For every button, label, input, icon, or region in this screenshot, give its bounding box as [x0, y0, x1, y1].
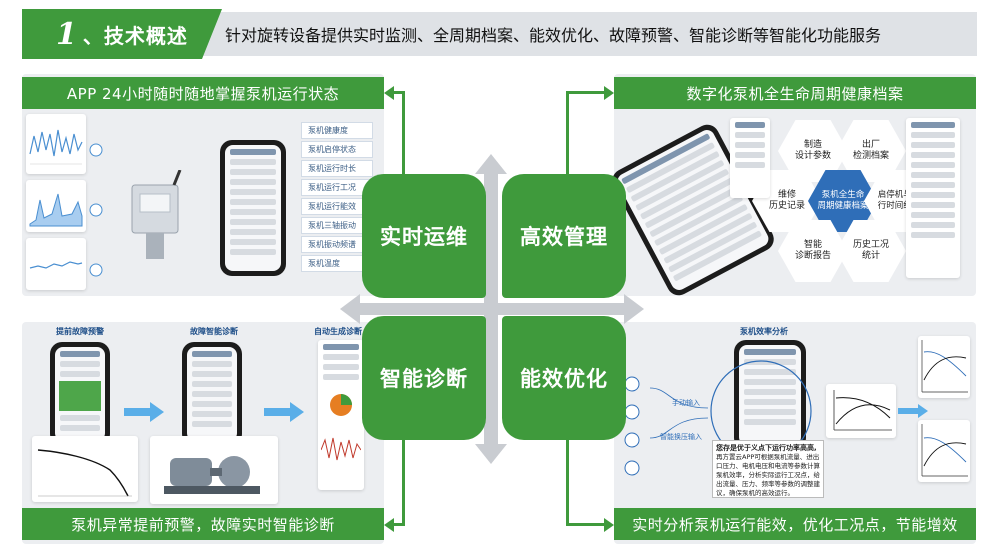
curve-chart-bottom	[918, 420, 970, 482]
curve-chart-bottom-svg	[921, 424, 968, 477]
connector-tr-arrow-icon	[604, 86, 614, 100]
status-list-item-4: 泵机运行工况	[301, 179, 373, 196]
curve-chart-top-svg	[921, 340, 968, 393]
speed-chart	[29, 261, 83, 269]
section-badge: 1 、技术概述	[22, 9, 222, 59]
arrow-right-icon	[624, 294, 644, 324]
report-pie-icon	[330, 394, 352, 416]
diagnosis-phone	[182, 342, 242, 446]
warning-curve-chart	[37, 449, 132, 497]
warning-curve-card	[32, 436, 138, 502]
section-title: 、技术概述	[82, 23, 188, 48]
realtime-phone-screen	[225, 145, 281, 271]
flow-arrow-icon-3	[898, 404, 928, 418]
pump-model-card	[150, 436, 278, 504]
monitor-chart-card-2	[26, 180, 86, 232]
input-icons	[624, 376, 640, 476]
section-description: 针对旋转设备提供实时监测、全周期档案、能效优化、故障预警、智能诊断等智能化功能服…	[225, 26, 882, 45]
connector-tl-h	[392, 91, 405, 94]
efficiency-note-title: 您存是优于义点下运行功率高高,	[716, 444, 817, 452]
manual-input-label: 手动输入	[672, 399, 700, 407]
efficiency-note-body: 再方置云APP可根据泵机流量、进出口压力、电机电压和电流等参数计算泵机效率，分析…	[716, 453, 820, 497]
hex-condition-history: 历史工况 统计	[836, 220, 906, 282]
temperature-chart	[29, 193, 83, 227]
arrow-down-icon	[475, 444, 507, 464]
curve-chart-top	[918, 336, 970, 398]
realtime-label: APP 24小时随时随地掌握泵机运行状态	[22, 77, 384, 109]
diagnosis-label: 泵机异常提前预警，故障实时智能诊断	[22, 508, 384, 540]
diagnosis-report-card	[318, 340, 364, 490]
efficiency-analysis-title: 泵机效率分析	[740, 327, 788, 336]
performance-curve-chart	[833, 390, 892, 431]
diagnosis-phone-screen	[187, 347, 237, 441]
monitor-chart-card-1	[26, 114, 86, 174]
connector-tl-v	[402, 92, 405, 176]
horizontal-axis-arrow	[356, 303, 628, 315]
realtime-phone	[220, 140, 286, 276]
connector-br-h	[566, 523, 606, 526]
flow-lines	[650, 387, 709, 439]
archive-card-left	[730, 118, 770, 198]
efficient-management-block: 高效管理	[502, 174, 626, 298]
realtime-ops-block: 实时运维	[362, 174, 486, 298]
connector-bl-h	[392, 523, 405, 526]
archive-card-right	[906, 118, 960, 278]
sensor-device-icon	[131, 170, 182, 259]
warning-phone	[50, 342, 110, 446]
efficiency-label: 实时分析泵机运行能效，优化工况点，节能增效	[614, 508, 976, 540]
early-warning-title: 提前故障预警	[56, 327, 104, 336]
section-number: 1	[56, 16, 77, 52]
warning-phone-screen	[55, 347, 105, 441]
status-list-item-6: 泵机三轴振动	[301, 217, 373, 234]
pump-3d-icon	[164, 456, 260, 494]
report-wave-chart	[321, 437, 361, 461]
connector-tr-v	[566, 92, 569, 176]
sensor-icons	[89, 143, 103, 277]
connector-br-v	[566, 440, 569, 525]
smart-diagnosis-block: 智能诊断	[362, 316, 486, 440]
efficiency-phone	[734, 340, 806, 450]
connector-bl-arrow-icon	[384, 518, 394, 532]
arrow-left-icon	[340, 294, 360, 324]
auto-report-title: 自动生成诊断	[314, 327, 362, 336]
arrow-up-icon	[475, 154, 507, 174]
performance-curve-card	[826, 384, 896, 438]
connector-bl-v	[402, 440, 405, 525]
connector-tr-h	[566, 91, 606, 94]
flow-arrow-icon-1	[124, 402, 164, 422]
status-list-item-1: 泵机健康度	[301, 122, 373, 139]
efficiency-optimization-block: 能效优化	[502, 316, 626, 440]
status-list-item-2: 泵机启停状态	[301, 141, 373, 158]
status-list-item-3: 泵机运行时长	[301, 160, 373, 177]
connector-tl-arrow-icon	[384, 86, 394, 100]
smart-input-label: 智能换压输入	[660, 433, 702, 441]
fault-diagnosis-title: 故障智能诊断	[190, 327, 238, 336]
efficiency-note: 您存是优于义点下运行功率高高, 再方置云APP可根据泵机流量、进出口压力、电机电…	[712, 440, 824, 498]
connector-br-arrow-icon	[604, 518, 614, 532]
monitor-chart-card-3	[26, 238, 86, 290]
vibration-chart-1	[29, 129, 83, 165]
management-label: 数字化泵机全生命周期健康档案	[614, 77, 976, 109]
flow-arrow-icon-2	[264, 402, 304, 422]
